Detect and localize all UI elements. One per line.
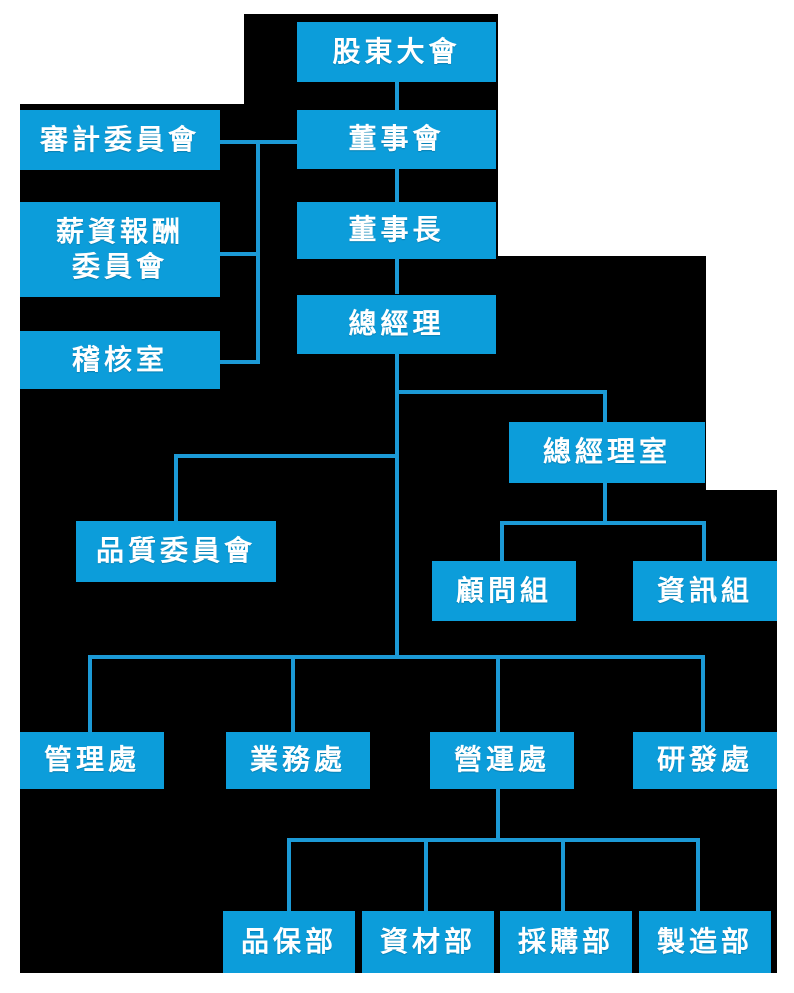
node-label-president-office: 總經理室 bbox=[542, 435, 671, 469]
node-label-president: 總經理 bbox=[348, 307, 445, 341]
connector-purchasing-drop bbox=[561, 838, 565, 911]
connector-rail-comp-committee bbox=[220, 252, 260, 256]
connector-rail-audit-committee bbox=[220, 140, 260, 144]
node-it-group[interactable]: 資訊組 bbox=[633, 561, 777, 621]
node-board[interactable]: 董事會 bbox=[297, 110, 496, 169]
connector-operations-down bbox=[496, 789, 500, 840]
node-label-it-group: 資訊組 bbox=[656, 573, 753, 607]
node-label-chairman: 董事長 bbox=[348, 213, 445, 247]
connector-board-chairman bbox=[395, 168, 399, 202]
node-audit-committee[interactable]: 審計委員會 bbox=[20, 110, 220, 170]
node-advisory-group[interactable]: 顧問組 bbox=[432, 561, 576, 621]
node-label-audit-office: 稽核室 bbox=[71, 342, 168, 376]
node-label-advisory-group: 顧問組 bbox=[455, 573, 552, 607]
node-audit-office[interactable]: 稽核室 bbox=[20, 331, 220, 389]
connector-materials-drop bbox=[424, 838, 428, 911]
node-purchasing-dept[interactable]: 採購部 bbox=[500, 911, 632, 973]
node-label-qa-dept: 品保部 bbox=[240, 924, 337, 958]
node-label-rd-division: 研發處 bbox=[656, 743, 753, 777]
connector-president-to-quality bbox=[174, 454, 397, 458]
connector-chairman-president bbox=[395, 258, 399, 294]
node-shareholders[interactable]: 股東大會 bbox=[297, 22, 496, 82]
node-comp-committee[interactable]: 薪資報酬 委員會 bbox=[20, 202, 220, 297]
connector-qa-drop bbox=[287, 838, 291, 911]
connector-operations-drop bbox=[496, 655, 500, 732]
connector-departments-spread bbox=[287, 838, 700, 842]
node-manufacturing-dept[interactable]: 製造部 bbox=[639, 911, 771, 973]
node-sales-division[interactable]: 業務處 bbox=[226, 732, 370, 789]
node-label-purchasing-dept: 採購部 bbox=[517, 924, 614, 958]
connector-sales-drop bbox=[291, 655, 295, 732]
connector-president-spine bbox=[395, 354, 399, 657]
node-label-board: 董事會 bbox=[348, 122, 445, 156]
node-president-office[interactable]: 總經理室 bbox=[509, 422, 705, 483]
connector-divisions-spread bbox=[88, 655, 705, 659]
node-label-materials-dept: 資材部 bbox=[379, 924, 476, 958]
node-materials-dept[interactable]: 資材部 bbox=[362, 911, 494, 973]
node-rd-division[interactable]: 研發處 bbox=[633, 732, 777, 789]
node-label-admin-division: 管理處 bbox=[43, 743, 140, 777]
node-qa-dept[interactable]: 品保部 bbox=[223, 911, 355, 973]
node-president[interactable]: 總經理 bbox=[297, 295, 496, 354]
node-label-manufacturing-dept: 製造部 bbox=[656, 924, 753, 958]
connector-office-drop bbox=[603, 390, 607, 424]
connector-office-spread bbox=[500, 521, 706, 525]
node-label-quality-committee: 品質委員會 bbox=[95, 534, 256, 568]
connector-admin-drop bbox=[88, 655, 92, 732]
node-chairman[interactable]: 董事長 bbox=[297, 202, 496, 259]
connector-manufacturing-drop bbox=[696, 838, 700, 911]
connector-it-drop bbox=[702, 521, 706, 561]
node-label-sales-division: 業務處 bbox=[249, 743, 346, 777]
node-operations-division[interactable]: 營運處 bbox=[430, 732, 574, 789]
connector-rail-audit-office bbox=[220, 360, 260, 364]
connector-quality-drop bbox=[174, 454, 178, 522]
node-admin-division[interactable]: 管理處 bbox=[20, 732, 164, 789]
node-label-shareholders: 股東大會 bbox=[332, 34, 461, 68]
connector-rd-drop bbox=[701, 655, 705, 732]
connector-office-down bbox=[603, 483, 607, 525]
node-quality-committee[interactable]: 品質委員會 bbox=[76, 521, 276, 582]
connector-advisory-drop bbox=[500, 521, 504, 561]
node-label-comp-committee: 薪資報酬 委員會 bbox=[55, 215, 184, 283]
connector-president-to-office bbox=[395, 390, 607, 394]
node-label-operations-division: 營運處 bbox=[453, 743, 550, 777]
connector-shareholders-board bbox=[395, 82, 399, 114]
node-label-audit-committee: 審計委員會 bbox=[39, 122, 200, 156]
